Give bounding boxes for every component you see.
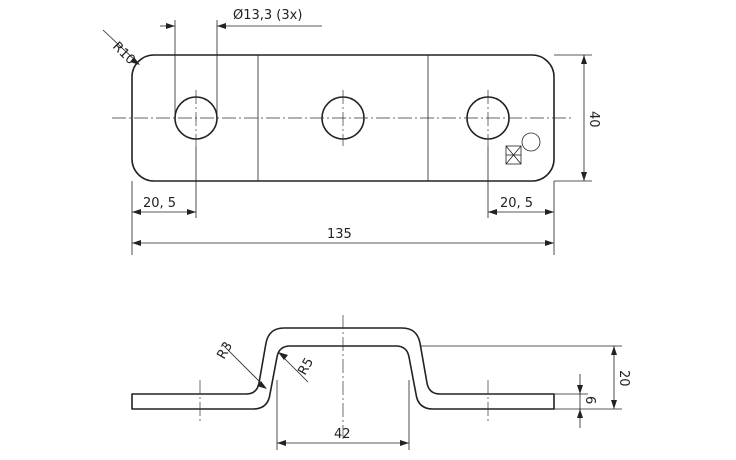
- total-height-label: 20: [616, 370, 631, 387]
- hole-diameter-label: Ø13,3 (3x): [233, 8, 302, 23]
- height-label: 40: [586, 111, 601, 128]
- hole-diameter-callout: Ø13,3 (3x): [160, 8, 322, 118]
- inner-radius-label: R5: [295, 356, 317, 378]
- left-edge-dimension: 20, 5: [131, 146, 197, 255]
- center-width-label: 42: [334, 427, 351, 442]
- corner-radius-callout: R10: [102, 29, 140, 68]
- outer-radius-label: R3: [214, 340, 236, 362]
- total-height-dimension: 20: [420, 345, 631, 410]
- marking-symbol-icon: [505, 132, 541, 165]
- thickness-label: 6: [582, 396, 597, 404]
- inner-radius-callout: R5: [277, 351, 317, 383]
- center-width-dimension: 42: [276, 380, 410, 450]
- overall-length-dimension: 135: [132, 227, 554, 246]
- thickness-dimension: 6: [554, 374, 597, 428]
- outer-radius-callout: R3: [214, 340, 267, 389]
- right-edge-label: 20, 5: [500, 196, 533, 211]
- overall-length-label: 135: [327, 227, 352, 242]
- corner-radius-label: R10: [109, 39, 138, 68]
- left-edge-label: 20, 5: [143, 196, 176, 211]
- right-edge-dimension: 20, 5: [487, 146, 555, 255]
- top-view: Ø13,3 (3x) R10 40 20, 5: [102, 8, 601, 255]
- side-view: R3 R5 42 20: [131, 315, 631, 450]
- height-dimension: 40: [554, 54, 601, 182]
